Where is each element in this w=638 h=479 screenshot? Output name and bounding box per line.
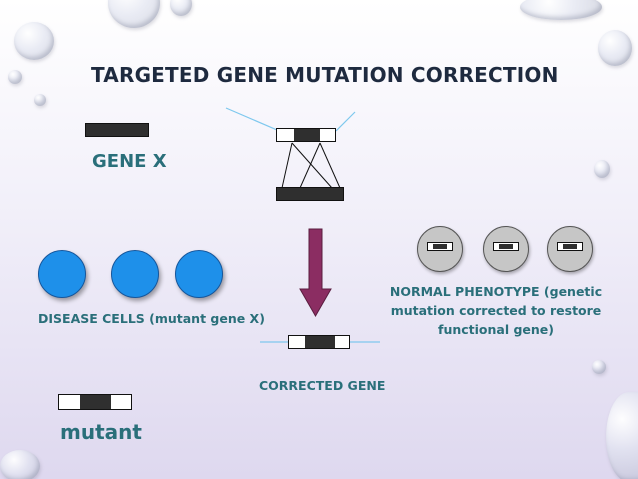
corrected-gene-bar: [288, 335, 350, 349]
targeting-vector-bar: [276, 128, 336, 142]
guide-line-right: [335, 111, 356, 132]
guide-line-left: [225, 107, 285, 134]
water-droplet: [520, 0, 602, 20]
crossover-line: [281, 142, 293, 189]
water-droplet: [606, 392, 638, 479]
disease-cell: [111, 250, 159, 298]
crossover-line: [299, 142, 321, 189]
water-droplet: [594, 160, 610, 178]
water-droplet: [8, 70, 22, 84]
gene-x-label: GENE X: [92, 151, 167, 172]
mutant-label: mutant: [60, 420, 142, 444]
normal-cell: [547, 226, 593, 272]
water-droplet: [170, 0, 192, 16]
normal-phenotype-label: NORMAL PHENOTYPE (genetic mutation corre…: [389, 284, 603, 337]
water-droplet: [598, 30, 632, 66]
crossover-line: [291, 142, 333, 189]
normal-cell: [483, 226, 529, 272]
disease-cell: [38, 250, 86, 298]
normal-cell: [417, 226, 463, 272]
gene-x-bar: [85, 123, 149, 137]
mutant-gene-bar: [58, 394, 132, 410]
page-title: TARGETED GENE MUTATION CORRECTION: [91, 63, 559, 87]
crossover-line: [319, 142, 341, 189]
disease-cells-label: DISEASE CELLS (mutant gene X): [38, 311, 265, 326]
water-droplet: [592, 360, 606, 374]
water-droplet: [34, 94, 46, 106]
corrected-gene-label: CORRECTED GENE: [259, 378, 386, 393]
down-arrow: [299, 228, 332, 318]
genomic-target-bar: [276, 187, 344, 201]
water-droplet: [14, 22, 54, 60]
water-droplet: [0, 450, 40, 479]
disease-cell: [175, 250, 223, 298]
